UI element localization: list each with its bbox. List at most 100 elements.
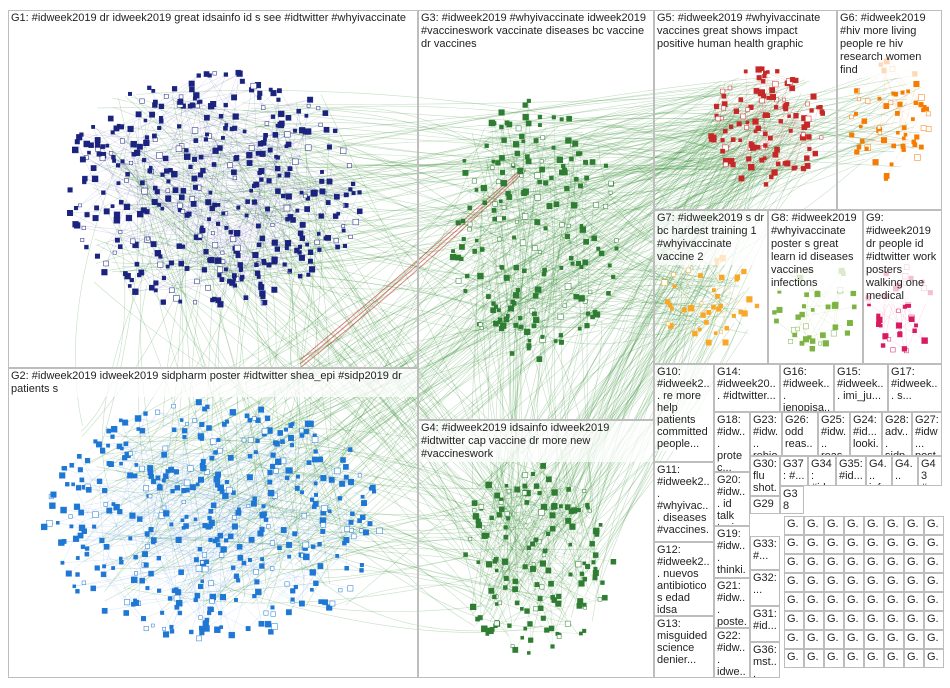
node <box>223 126 228 131</box>
tiny-group-box: G... <box>904 630 924 649</box>
node <box>252 251 259 259</box>
tiny-group-label: G... <box>785 631 803 648</box>
node <box>199 421 205 427</box>
internal-edge <box>171 189 351 264</box>
edge-line <box>523 170 721 287</box>
internal-edge <box>345 466 347 569</box>
internal-edge <box>134 524 324 581</box>
node <box>192 96 197 101</box>
node <box>217 266 224 273</box>
edge-line <box>492 317 685 594</box>
tiny-group-label: G... <box>845 612 863 629</box>
edge-line <box>241 102 740 136</box>
internal-edge <box>279 90 347 196</box>
node <box>166 179 171 184</box>
node <box>249 188 253 193</box>
edge-line <box>308 144 471 165</box>
group-label-g7: G7: #idweek2019 s dr bc hardest training… <box>655 211 767 265</box>
edge-line <box>492 279 737 601</box>
tiny-group-box: G... <box>904 592 924 611</box>
node <box>147 85 152 90</box>
internal-edge <box>206 454 274 473</box>
internal-edge <box>136 114 139 265</box>
edge-line <box>216 127 599 598</box>
tiny-group-box: G... <box>784 535 804 554</box>
node <box>281 193 286 199</box>
tiny-group-box: G... <box>864 649 884 668</box>
edge-line <box>204 142 572 524</box>
edge-line <box>299 169 527 369</box>
edge-line <box>279 131 749 166</box>
tiny-group-box: G... <box>804 554 824 573</box>
internal-edge <box>206 561 232 636</box>
edge-line <box>203 123 534 532</box>
edge-line <box>487 166 673 304</box>
node <box>298 254 305 261</box>
node <box>285 216 290 222</box>
node <box>284 246 289 251</box>
internal-edge <box>104 567 347 612</box>
internal-edge <box>132 470 290 516</box>
group-box-g37: G37: #... <box>780 456 808 486</box>
tiny-group-label: G... <box>885 593 903 610</box>
node <box>231 169 237 176</box>
edge-line <box>208 443 531 603</box>
node <box>108 151 114 156</box>
tiny-group-box: G... <box>784 592 804 611</box>
internal-edge <box>180 105 226 264</box>
edge-line <box>304 151 726 544</box>
edge-line <box>303 111 731 516</box>
internal-edge <box>171 268 242 291</box>
internal-edge <box>292 491 375 591</box>
internal-edge <box>186 150 330 182</box>
edge-line <box>235 176 280 449</box>
edge-line <box>541 231 584 531</box>
edge-line <box>227 136 492 197</box>
node <box>325 200 331 205</box>
tiny-group-label: G... <box>905 650 923 667</box>
internal-edge <box>283 529 362 571</box>
node <box>320 170 324 174</box>
internal-edge <box>97 567 147 629</box>
node <box>157 261 164 268</box>
node <box>144 209 150 215</box>
edge-line <box>564 131 773 308</box>
group-box-g23: G23: #idw... rebio... <box>750 412 782 456</box>
tiny-group-label: G... <box>845 536 863 553</box>
edge-line <box>206 581 545 633</box>
node <box>119 138 125 144</box>
internal-edge <box>262 108 319 155</box>
internal-edge <box>74 544 290 587</box>
edge-line <box>574 163 797 258</box>
edge-line <box>97 107 727 169</box>
internal-edge <box>205 139 338 248</box>
edge-line <box>555 331 579 540</box>
edge-line <box>314 108 730 569</box>
node <box>243 295 249 300</box>
node <box>294 247 300 254</box>
edge-line <box>261 198 592 563</box>
edge-line <box>126 157 741 215</box>
tiny-group-label: G... <box>825 650 843 667</box>
edge-line <box>200 111 474 213</box>
tiny-group-label: G... <box>785 517 803 534</box>
node <box>224 267 228 272</box>
group-label-g20: G20: #idw... id talk toxin <box>715 473 749 525</box>
node <box>83 140 90 148</box>
tiny-group-label: G... <box>805 536 823 553</box>
node <box>178 260 184 267</box>
internal-edge <box>86 89 252 145</box>
internal-edge <box>119 446 273 467</box>
edge-line <box>125 163 780 179</box>
edge-line <box>134 80 722 195</box>
edge-line <box>250 289 494 550</box>
internal-edge <box>165 101 199 159</box>
node <box>234 155 240 160</box>
edge-line <box>158 105 789 278</box>
node <box>233 229 241 237</box>
edge-line <box>273 159 331 584</box>
node <box>326 144 332 150</box>
node <box>319 188 326 195</box>
internal-edge <box>151 171 323 192</box>
group-box-g4y: G4... ex... <box>892 456 918 486</box>
